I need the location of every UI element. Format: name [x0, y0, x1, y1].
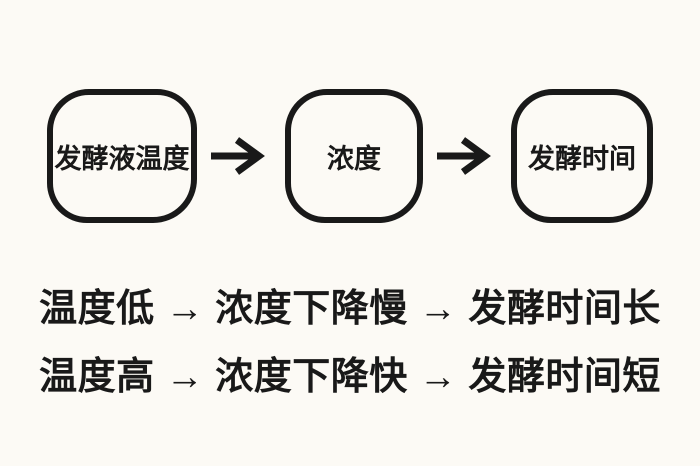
right-arrow-icon [423, 134, 511, 178]
flow-node-fermentation-temperature: 发酵液温度 [47, 89, 197, 223]
flow-node-fermentation-time: 发酵时间 [511, 89, 653, 223]
node-label-concentration: 浓度 [327, 143, 381, 174]
note-line-high-temperature: 温度高 → 浓度下降快 → 发酵时间短 [39, 355, 661, 398]
flow-node-concentration: 浓度 [285, 89, 423, 223]
node-label-fermentation-time: 发酵时间 [528, 143, 636, 174]
right-arrow-icon [197, 134, 285, 178]
flow-row: 发酵液温度 浓度 发酵时间 [0, 89, 700, 223]
annotation-notes: 温度低 → 浓度下降慢 → 发酵时间长 温度高 → 浓度下降快 → 发酵时间短 [0, 287, 700, 400]
node-label-fermentation-temperature: 发酵液温度 [54, 143, 190, 174]
note-line-low-temperature: 温度低 → 浓度下降慢 → 发酵时间长 [39, 288, 661, 330]
